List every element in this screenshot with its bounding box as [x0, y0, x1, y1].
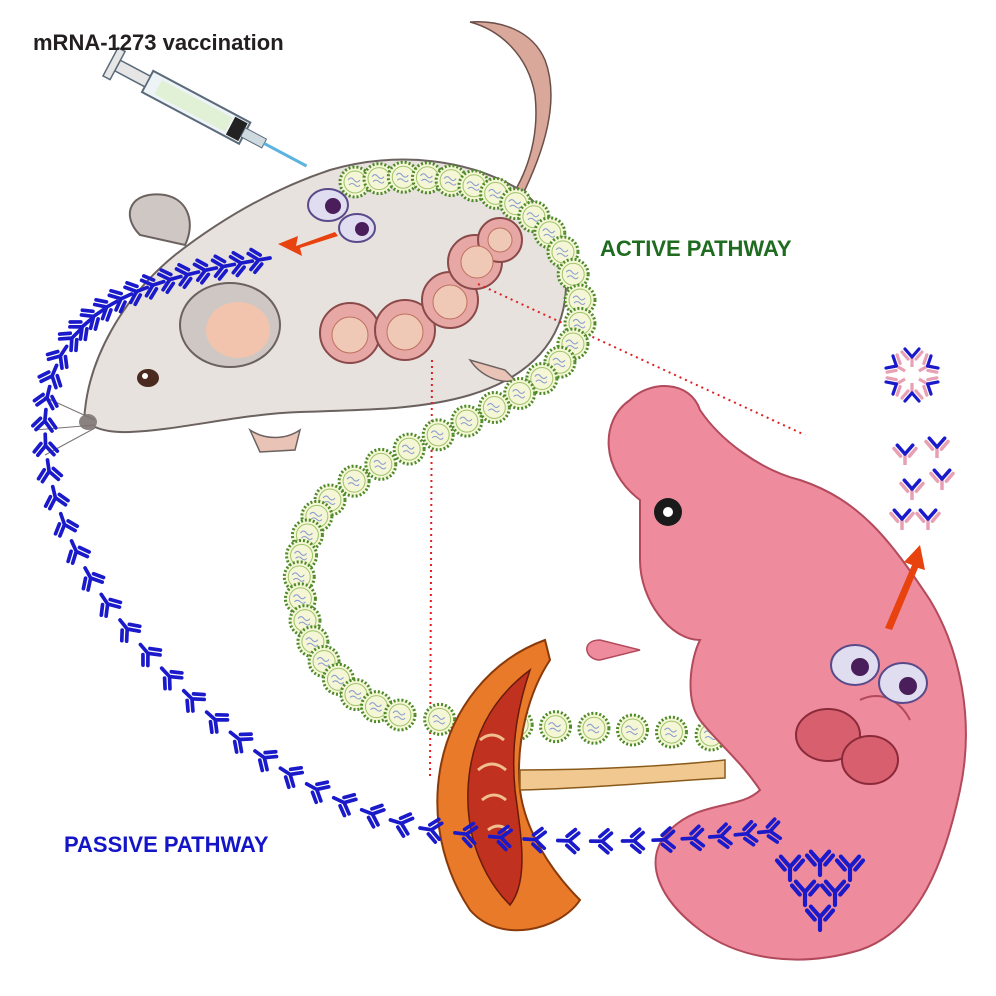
placenta-icon — [436, 638, 726, 932]
arrow-icon — [885, 545, 925, 630]
antibody-icon — [39, 482, 71, 512]
antibody-icon — [221, 721, 256, 757]
antibody-icon — [299, 771, 333, 806]
antibody-icon — [34, 456, 64, 484]
lnp-vesicle-icon — [383, 698, 417, 732]
lnp-vesicle-icon — [477, 391, 511, 424]
arrow-icon — [278, 232, 338, 256]
antibody-icon — [555, 827, 581, 855]
antibody-icon — [326, 785, 360, 819]
antibody-icon — [30, 406, 60, 434]
antibody-icon — [31, 432, 60, 458]
lnp-vesicle-icon — [392, 432, 426, 466]
lnp-vesicle-icon — [654, 715, 688, 749]
antibody-icon — [48, 508, 81, 539]
lnp-vesicle-icon — [577, 711, 611, 745]
antibody-icon — [151, 658, 187, 693]
antibody-icon — [129, 635, 165, 670]
antibody-icon — [272, 756, 306, 791]
antibody-icon — [246, 739, 281, 775]
antibody-icon — [109, 610, 144, 646]
mouse-icon — [34, 21, 567, 456]
passive-pathway-label: PASSIVE PATHWAY — [64, 832, 269, 857]
lnp-vesicle-icon — [503, 376, 537, 410]
syringe-icon — [101, 46, 308, 168]
active-pathway-label: ACTIVE PATHWAY — [600, 236, 792, 261]
lnp-vesicle-icon — [450, 404, 484, 438]
antibody-icon — [588, 827, 614, 855]
antibody-icon — [89, 586, 125, 620]
antibody-icon — [73, 560, 108, 594]
title-label: mRNA-1273 vaccination — [33, 30, 284, 55]
antibody-icon — [59, 534, 93, 567]
antibody-icon — [620, 827, 646, 855]
lnp-vesicle-icon — [423, 702, 457, 736]
immune-cell-icon — [307, 188, 376, 243]
lnp-vesicle-icon — [364, 447, 398, 481]
lnp-vesicle-icon — [539, 710, 573, 744]
antibody-icon — [355, 797, 387, 830]
immune-cell-icon — [830, 644, 928, 704]
antibody-icon — [173, 680, 209, 716]
lnp-vesicle-icon — [421, 418, 455, 452]
lnp-vesicle-icon — [616, 713, 649, 747]
antibody-icon — [197, 701, 232, 737]
antibody-icon — [385, 807, 416, 839]
pup-icon — [586, 385, 967, 961]
antibody-icon — [882, 347, 955, 532]
